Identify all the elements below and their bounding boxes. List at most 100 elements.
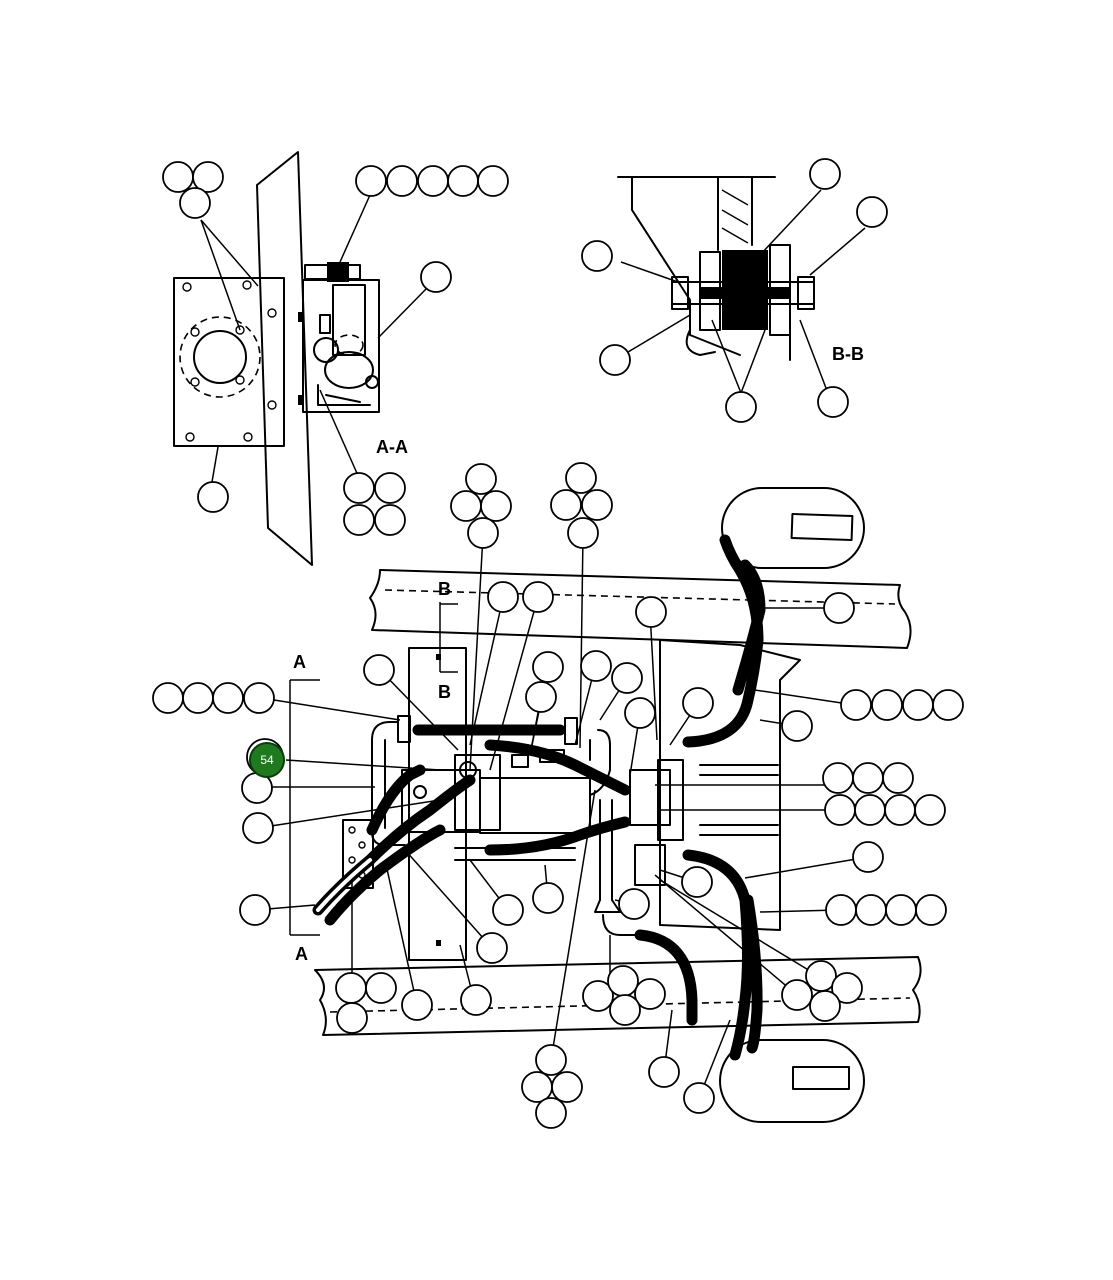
callout-bubble[interactable]	[162, 161, 194, 193]
callout-bubble[interactable]	[725, 391, 757, 423]
callout-bubble[interactable]	[535, 1097, 567, 1129]
callout-bubble[interactable]	[551, 1071, 583, 1103]
callout-bubble[interactable]	[492, 894, 524, 926]
upper-frame-rail	[369, 569, 912, 649]
callout-bubble[interactable]	[532, 882, 564, 914]
callout-bubble[interactable]	[831, 972, 863, 1004]
callout-bubble[interactable]	[607, 965, 639, 997]
callout-bubble[interactable]	[581, 489, 613, 521]
callout-bubble[interactable]	[681, 866, 713, 898]
callout-bubbles	[152, 158, 964, 1129]
callout-bubble[interactable]	[336, 1002, 368, 1034]
callout-bubble[interactable]	[580, 650, 612, 682]
callout-bubble[interactable]	[599, 344, 631, 376]
callout-bubble[interactable]	[243, 682, 275, 714]
callout-bubble[interactable]	[854, 794, 886, 826]
callout-bubble[interactable]	[182, 682, 214, 714]
highlighted-callout[interactable]: 54	[246, 738, 285, 778]
callout-bubble[interactable]	[522, 581, 554, 613]
callout-bubble[interactable]	[817, 386, 849, 418]
callout-bubble[interactable]	[882, 762, 914, 794]
callout-bubble[interactable]	[192, 161, 224, 193]
callout-bubble[interactable]	[487, 581, 519, 613]
callout-bubble[interactable]	[480, 490, 512, 522]
main-assembly-view	[255, 487, 922, 1123]
callout-bubble[interactable]	[634, 978, 666, 1010]
flange-bore	[193, 330, 247, 384]
callout-bubble[interactable]	[477, 165, 509, 197]
callout-bubble[interactable]	[932, 689, 964, 721]
callout-bubble[interactable]	[885, 894, 917, 926]
callout-bubble[interactable]	[417, 165, 449, 197]
callout-bubble[interactable]	[476, 932, 508, 964]
callout-bubble[interactable]	[840, 689, 872, 721]
callout-bubble[interactable]	[532, 651, 564, 683]
callout-bubble[interactable]	[343, 472, 375, 504]
callout-bubble[interactable]	[609, 994, 641, 1026]
callout-bubble[interactable]	[447, 165, 479, 197]
callout-bubble[interactable]	[212, 682, 244, 714]
callout-bubble[interactable]	[450, 490, 482, 522]
callout-bubble[interactable]	[611, 662, 643, 694]
callout-bubble[interactable]	[386, 165, 418, 197]
callout-bubble[interactable]	[460, 984, 492, 1016]
callout-bubble[interactable]	[239, 894, 271, 926]
callout-bubble[interactable]	[335, 972, 367, 1004]
callout-bubble[interactable]	[852, 762, 884, 794]
highlighted-callout-number: 54	[260, 753, 274, 767]
callout-bubble[interactable]	[871, 689, 903, 721]
callout-bubble[interactable]	[822, 762, 854, 794]
callout-bubble[interactable]	[365, 972, 397, 1004]
section-a-bottom-label: A	[295, 944, 308, 964]
callout-bubble[interactable]	[197, 481, 229, 513]
callout-bubble[interactable]	[825, 894, 857, 926]
upper-tank	[721, 487, 865, 569]
callout-bubble[interactable]	[809, 990, 841, 1022]
mounting-bracket	[408, 647, 467, 961]
callout-bubble[interactable]	[648, 1056, 680, 1088]
callout-bubble[interactable]	[809, 158, 841, 190]
section-b-bottom-label: B	[438, 682, 451, 702]
callout-bubble[interactable]	[565, 462, 597, 494]
callout-bubble[interactable]	[635, 596, 667, 628]
callout-bubble[interactable]	[915, 894, 947, 926]
view-a-a	[173, 151, 428, 566]
callout-bubble[interactable]	[823, 592, 855, 624]
lower-tank	[719, 1039, 865, 1123]
callout-bubble[interactable]	[852, 841, 884, 873]
callout-bubble[interactable]	[525, 681, 557, 713]
callout-bubble[interactable]	[343, 504, 375, 536]
callout-bubble[interactable]	[374, 472, 406, 504]
callout-bubble[interactable]	[855, 894, 887, 926]
callout-bubble[interactable]	[824, 794, 856, 826]
callout-bubble[interactable]	[420, 261, 452, 293]
callout-bubble[interactable]	[242, 812, 274, 844]
callout-bubble[interactable]	[624, 697, 656, 729]
callout-bubble[interactable]	[363, 654, 395, 686]
callout-bubble[interactable]	[781, 710, 813, 742]
callout-bubble[interactable]	[682, 687, 714, 719]
callout-bubble[interactable]	[581, 240, 613, 272]
callout-bubble[interactable]	[781, 979, 813, 1011]
callout-bubble[interactable]	[902, 689, 934, 721]
callout-bubble[interactable]	[467, 517, 499, 549]
callout-bubble[interactable]	[355, 165, 387, 197]
callout-bubble[interactable]	[550, 489, 582, 521]
callout-bubble[interactable]	[152, 682, 184, 714]
mounting-plate	[256, 151, 313, 566]
callout-bubble[interactable]	[618, 888, 650, 920]
callout-bubble[interactable]	[179, 187, 211, 219]
callout-bubble[interactable]	[567, 517, 599, 549]
callout-bubble[interactable]	[401, 989, 433, 1021]
callout-bubble[interactable]	[914, 794, 946, 826]
callout-bubble[interactable]	[465, 463, 497, 495]
view-b-b	[617, 176, 866, 394]
callout-bubble[interactable]	[683, 1082, 715, 1114]
callout-bubble[interactable]	[374, 504, 406, 536]
callout-bubble[interactable]	[856, 196, 888, 228]
callout-bubble[interactable]	[884, 794, 916, 826]
callout-bubble[interactable]	[582, 980, 614, 1012]
callout-bubble[interactable]	[535, 1044, 567, 1076]
flange-plate	[173, 277, 285, 447]
